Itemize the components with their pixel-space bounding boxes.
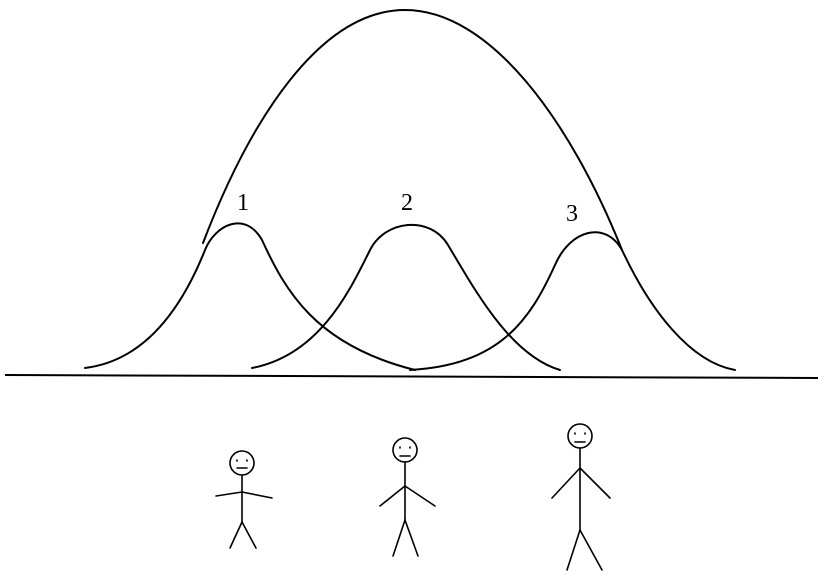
curve-label-1: 1 xyxy=(237,190,249,216)
baseline-axis xyxy=(4,374,819,379)
curve-label-2: 2 xyxy=(401,190,413,216)
stick-figure-medium xyxy=(379,437,436,557)
stick-figure-small xyxy=(215,450,273,549)
curve-label-3: 3 xyxy=(566,201,578,227)
bell-curve-1 xyxy=(84,222,416,371)
bell-curve-2 xyxy=(251,223,561,371)
stick-figure-tall xyxy=(551,423,611,571)
stick-figure-head xyxy=(229,450,255,476)
stick-figure-head xyxy=(392,437,418,463)
envelope-curve xyxy=(202,8,623,251)
bell-curve-3 xyxy=(409,231,736,371)
stick-figure-head xyxy=(567,423,593,449)
